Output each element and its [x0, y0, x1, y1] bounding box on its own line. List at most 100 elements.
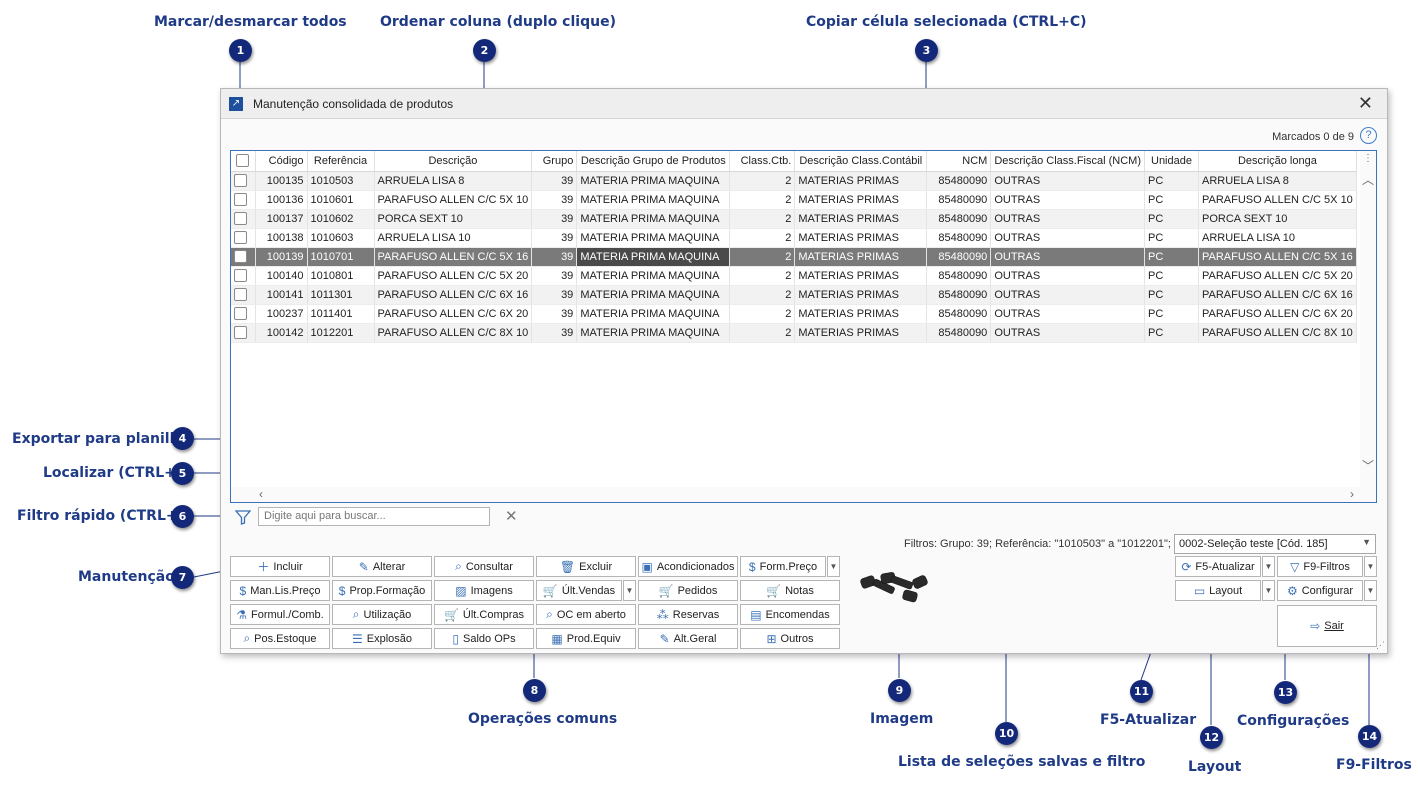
table-cell[interactable]: 39 — [531, 228, 578, 248]
explosao-button[interactable]: ☰Explosão — [332, 628, 432, 649]
scroll-up-icon[interactable]: ︿ — [1362, 173, 1375, 187]
column-header[interactable]: Descrição Class.Contábil — [794, 151, 928, 172]
form-preco-button[interactable]: $Form.Preço — [740, 556, 826, 577]
table-cell[interactable]: PARAFUSO ALLEN C/C 5X 10 — [374, 190, 533, 210]
table-cell[interactable]: 100136 — [255, 190, 308, 210]
table-cell[interactable]: 1010503 — [307, 171, 375, 191]
table-cell[interactable]: PC — [1144, 171, 1199, 191]
table-cell[interactable]: MATERIAS PRIMAS — [794, 285, 928, 305]
table-cell[interactable]: MATERIA PRIMA MAQUINA — [576, 209, 731, 229]
ult-vendas-button[interactable]: 🛒Últ.Vendas — [536, 580, 622, 601]
table-cell[interactable]: 85480090 — [926, 285, 992, 305]
column-header[interactable]: Descrição Grupo de Produtos — [576, 151, 731, 172]
f5-atualizar-button[interactable]: ⟳F5-Atualizar — [1175, 556, 1261, 577]
encomendas-button[interactable]: ▤Encomendas — [740, 604, 840, 625]
table-cell[interactable]: PARAFUSO ALLEN C/C 6X 20 — [1198, 304, 1357, 324]
column-header[interactable]: Class.Ctb. — [729, 151, 796, 172]
reservas-button[interactable]: ⁂Reservas — [638, 604, 738, 625]
prod-equiv-button[interactable]: ▦Prod.Equiv — [536, 628, 636, 649]
formul-comb-button[interactable]: ⚗Formul./Comb. — [230, 604, 330, 625]
horizontal-scrollbar[interactable]: ‹ › — [231, 487, 1376, 502]
row-checkbox[interactable] — [231, 266, 256, 286]
table-cell[interactable]: 2 — [729, 209, 796, 229]
column-header[interactable]: Grupo — [531, 151, 578, 172]
imagens-button[interactable]: ▨Imagens — [434, 580, 534, 601]
column-header[interactable]: Referência — [307, 151, 375, 172]
table-cell[interactable]: 1010701 — [307, 247, 375, 267]
table-cell[interactable]: PC — [1144, 323, 1199, 343]
table-cell[interactable]: OUTRAS — [990, 209, 1145, 229]
close-icon[interactable]: ✕ — [1357, 93, 1373, 113]
table-cell[interactable]: OUTRAS — [990, 247, 1145, 267]
table-cell[interactable]: 1010603 — [307, 228, 375, 248]
table-cell[interactable]: PARAFUSO ALLEN C/C 6X 20 — [374, 304, 533, 324]
table-cell[interactable]: OUTRAS — [990, 266, 1145, 286]
table-cell[interactable]: 100142 — [255, 323, 308, 343]
table-cell[interactable]: 2 — [729, 247, 796, 267]
ult-compras-button[interactable]: 🛒Últ.Compras — [434, 604, 534, 625]
table-cell[interactable]: 100138 — [255, 228, 308, 248]
help-icon[interactable]: ? — [1360, 127, 1377, 144]
table-cell[interactable]: MATERIA PRIMA MAQUINA — [576, 228, 731, 248]
table-cell[interactable]: 39 — [531, 323, 578, 343]
row-checkbox[interactable] — [231, 171, 256, 191]
layout-button[interactable]: ▭Layout — [1175, 580, 1261, 601]
alt-geral-button[interactable]: ✎Alt.Geral — [638, 628, 738, 649]
table-cell[interactable]: MATERIAS PRIMAS — [794, 266, 928, 286]
clear-search-icon[interactable]: ✕ — [505, 508, 518, 525]
table-cell[interactable]: ARRUELA LISA 10 — [374, 228, 533, 248]
row-checkbox[interactable] — [231, 285, 256, 305]
table-cell[interactable]: MATERIAS PRIMAS — [794, 228, 928, 248]
table-cell[interactable]: PORCA SEXT 10 — [374, 209, 533, 229]
excluir-button[interactable]: 🗑Excluir — [536, 556, 636, 577]
acondicionados-button[interactable]: ▣Acondicionados — [638, 556, 738, 577]
product-grid[interactable]: Código Referência Descrição Grupo Descri… — [230, 150, 1377, 503]
table-cell[interactable]: 85480090 — [926, 228, 992, 248]
f9-filtros-button[interactable]: ▽F9-Filtros — [1277, 556, 1363, 577]
table-cell[interactable]: MATERIAS PRIMAS — [794, 209, 928, 229]
table-cell[interactable]: 85480090 — [926, 209, 992, 229]
table-cell[interactable]: 85480090 — [926, 171, 992, 191]
table-cell[interactable]: PARAFUSO ALLEN C/C 5X 16 — [374, 247, 533, 267]
table-cell[interactable]: 2 — [729, 228, 796, 248]
table-cell[interactable]: 85480090 — [926, 247, 992, 267]
saved-selection-select[interactable]: 0002-Seleção teste [Cód. 185] ▼ — [1174, 534, 1376, 554]
table-cell[interactable]: OUTRAS — [990, 304, 1145, 324]
table-cell[interactable]: OUTRAS — [990, 171, 1145, 191]
table-cell[interactable]: 1010601 — [307, 190, 375, 210]
table-cell[interactable]: 39 — [531, 304, 578, 324]
table-cell[interactable]: MATERIA PRIMA MAQUINA — [576, 323, 731, 343]
table-cell[interactable]: 1011401 — [307, 304, 375, 324]
incluir-button[interactable]: ＋Incluir — [230, 556, 330, 577]
alterar-button[interactable]: ✎Alterar — [332, 556, 432, 577]
table-cell[interactable]: MATERIA PRIMA MAQUINA — [576, 266, 731, 286]
table-cell[interactable]: PC — [1144, 209, 1199, 229]
table-cell[interactable]: 2 — [729, 304, 796, 324]
pedidos-button[interactable]: 🛒Pedidos — [638, 580, 738, 601]
saldo-ops-button[interactable]: ▯Saldo OPs — [434, 628, 534, 649]
row-checkbox[interactable] — [231, 323, 256, 343]
row-checkbox[interactable] — [231, 190, 256, 210]
table-cell[interactable]: PARAFUSO ALLEN C/C 6X 16 — [1198, 285, 1357, 305]
table-cell[interactable]: MATERIAS PRIMAS — [794, 171, 928, 191]
table-cell[interactable]: MATERIAS PRIMAS — [794, 190, 928, 210]
column-header[interactable]: Código — [255, 151, 308, 172]
table-cell[interactable]: PC — [1144, 228, 1199, 248]
utilizacao-button[interactable]: ⌕Utilização — [332, 604, 432, 625]
form-preco-dropdown[interactable]: ▼ — [827, 556, 840, 577]
row-checkbox[interactable] — [231, 247, 256, 267]
table-cell[interactable]: MATERIA PRIMA MAQUINA — [576, 304, 731, 324]
man-lis-preco-button[interactable]: $Man.Lis.Preço — [230, 580, 330, 601]
table-cell[interactable]: 2 — [729, 266, 796, 286]
table-cell[interactable]: 100137 — [255, 209, 308, 229]
f9-filtros-dropdown[interactable]: ▼ — [1364, 556, 1377, 577]
table-cell[interactable]: PARAFUSO ALLEN C/C 8X 10 — [374, 323, 533, 343]
vertical-scrollbar[interactable]: ⋮ ︿ ﹀ — [1360, 151, 1376, 502]
